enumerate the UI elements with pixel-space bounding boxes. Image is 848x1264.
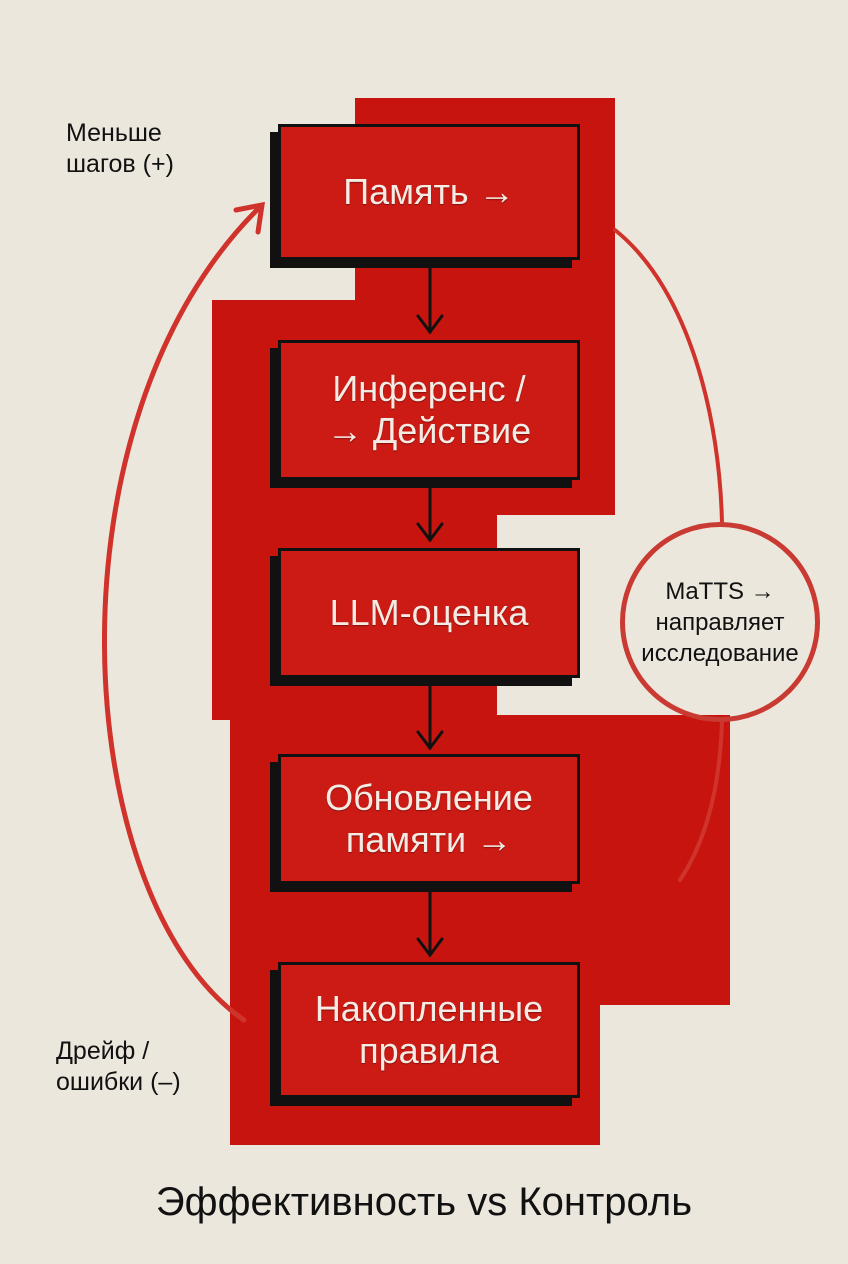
node-label-line2: правила: [359, 1030, 499, 1071]
node-memory-update: Обновление памяти →: [278, 754, 580, 884]
node-label-line2: → Действие: [326, 410, 532, 451]
node-label: LLM-оценка: [329, 592, 529, 633]
node-label-line2: памяти →: [345, 819, 513, 860]
label-drift-errors: Дрейф / ошибки (–): [56, 1037, 181, 1096]
matts-note-circle: MaTTS → направляет исследование: [620, 522, 820, 722]
feedback-loop-arrow: [102, 201, 265, 1023]
node-label: Память →: [343, 171, 515, 212]
label-fewer-steps: Меньше шагов (+): [66, 119, 174, 178]
node-label-line1: Инференс /: [332, 368, 526, 409]
node-label-line1: Накопленные: [314, 988, 544, 1029]
node-label-line1: Обновление: [325, 777, 533, 818]
node-memory: Память →: [278, 124, 580, 260]
node-accumulated-rules: Накопленные правила: [278, 962, 580, 1098]
diagram-title: Эффективность vs Контроль: [155, 1180, 693, 1224]
node-inference-action: Инференс / → Действие: [278, 340, 580, 480]
node-llm-evaluation: LLM-оценка: [278, 548, 580, 678]
